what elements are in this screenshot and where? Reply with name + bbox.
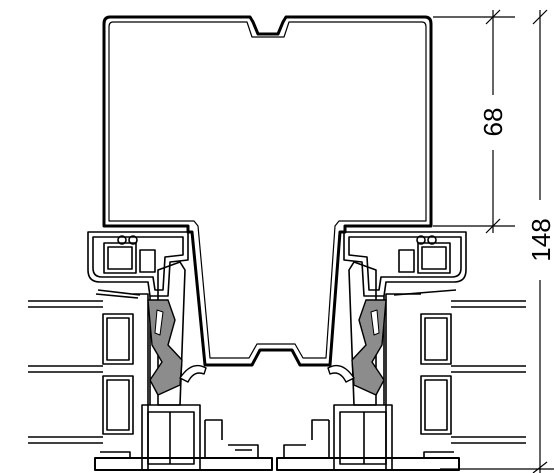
left-frame-mullion — [95, 261, 201, 471]
left-frame-base — [94, 419, 273, 471]
right-lip-seal — [327, 364, 355, 383]
sash-block-outline — [102, 15, 433, 367]
left-gasket-hollow — [154, 309, 164, 336]
right-gasket-hollow — [370, 309, 380, 336]
left-gasket — [147, 299, 183, 396]
left-glazing-unit — [28, 300, 134, 444]
sash-block-inner-outline — [108, 21, 427, 359]
left-frame-upper-chamber — [87, 231, 189, 297]
right-gasket — [351, 299, 387, 396]
dimension-label-68: 68 — [478, 108, 508, 137]
right-glazing-unit — [420, 300, 526, 444]
dimension-lines — [433, 9, 554, 473]
right-frame-base — [276, 419, 460, 471]
right-frame-upper-chamber — [343, 231, 467, 297]
right-side-profile — [276, 231, 526, 471]
dimension-label-148: 148 — [526, 218, 554, 261]
left-lip-seal — [179, 364, 207, 383]
